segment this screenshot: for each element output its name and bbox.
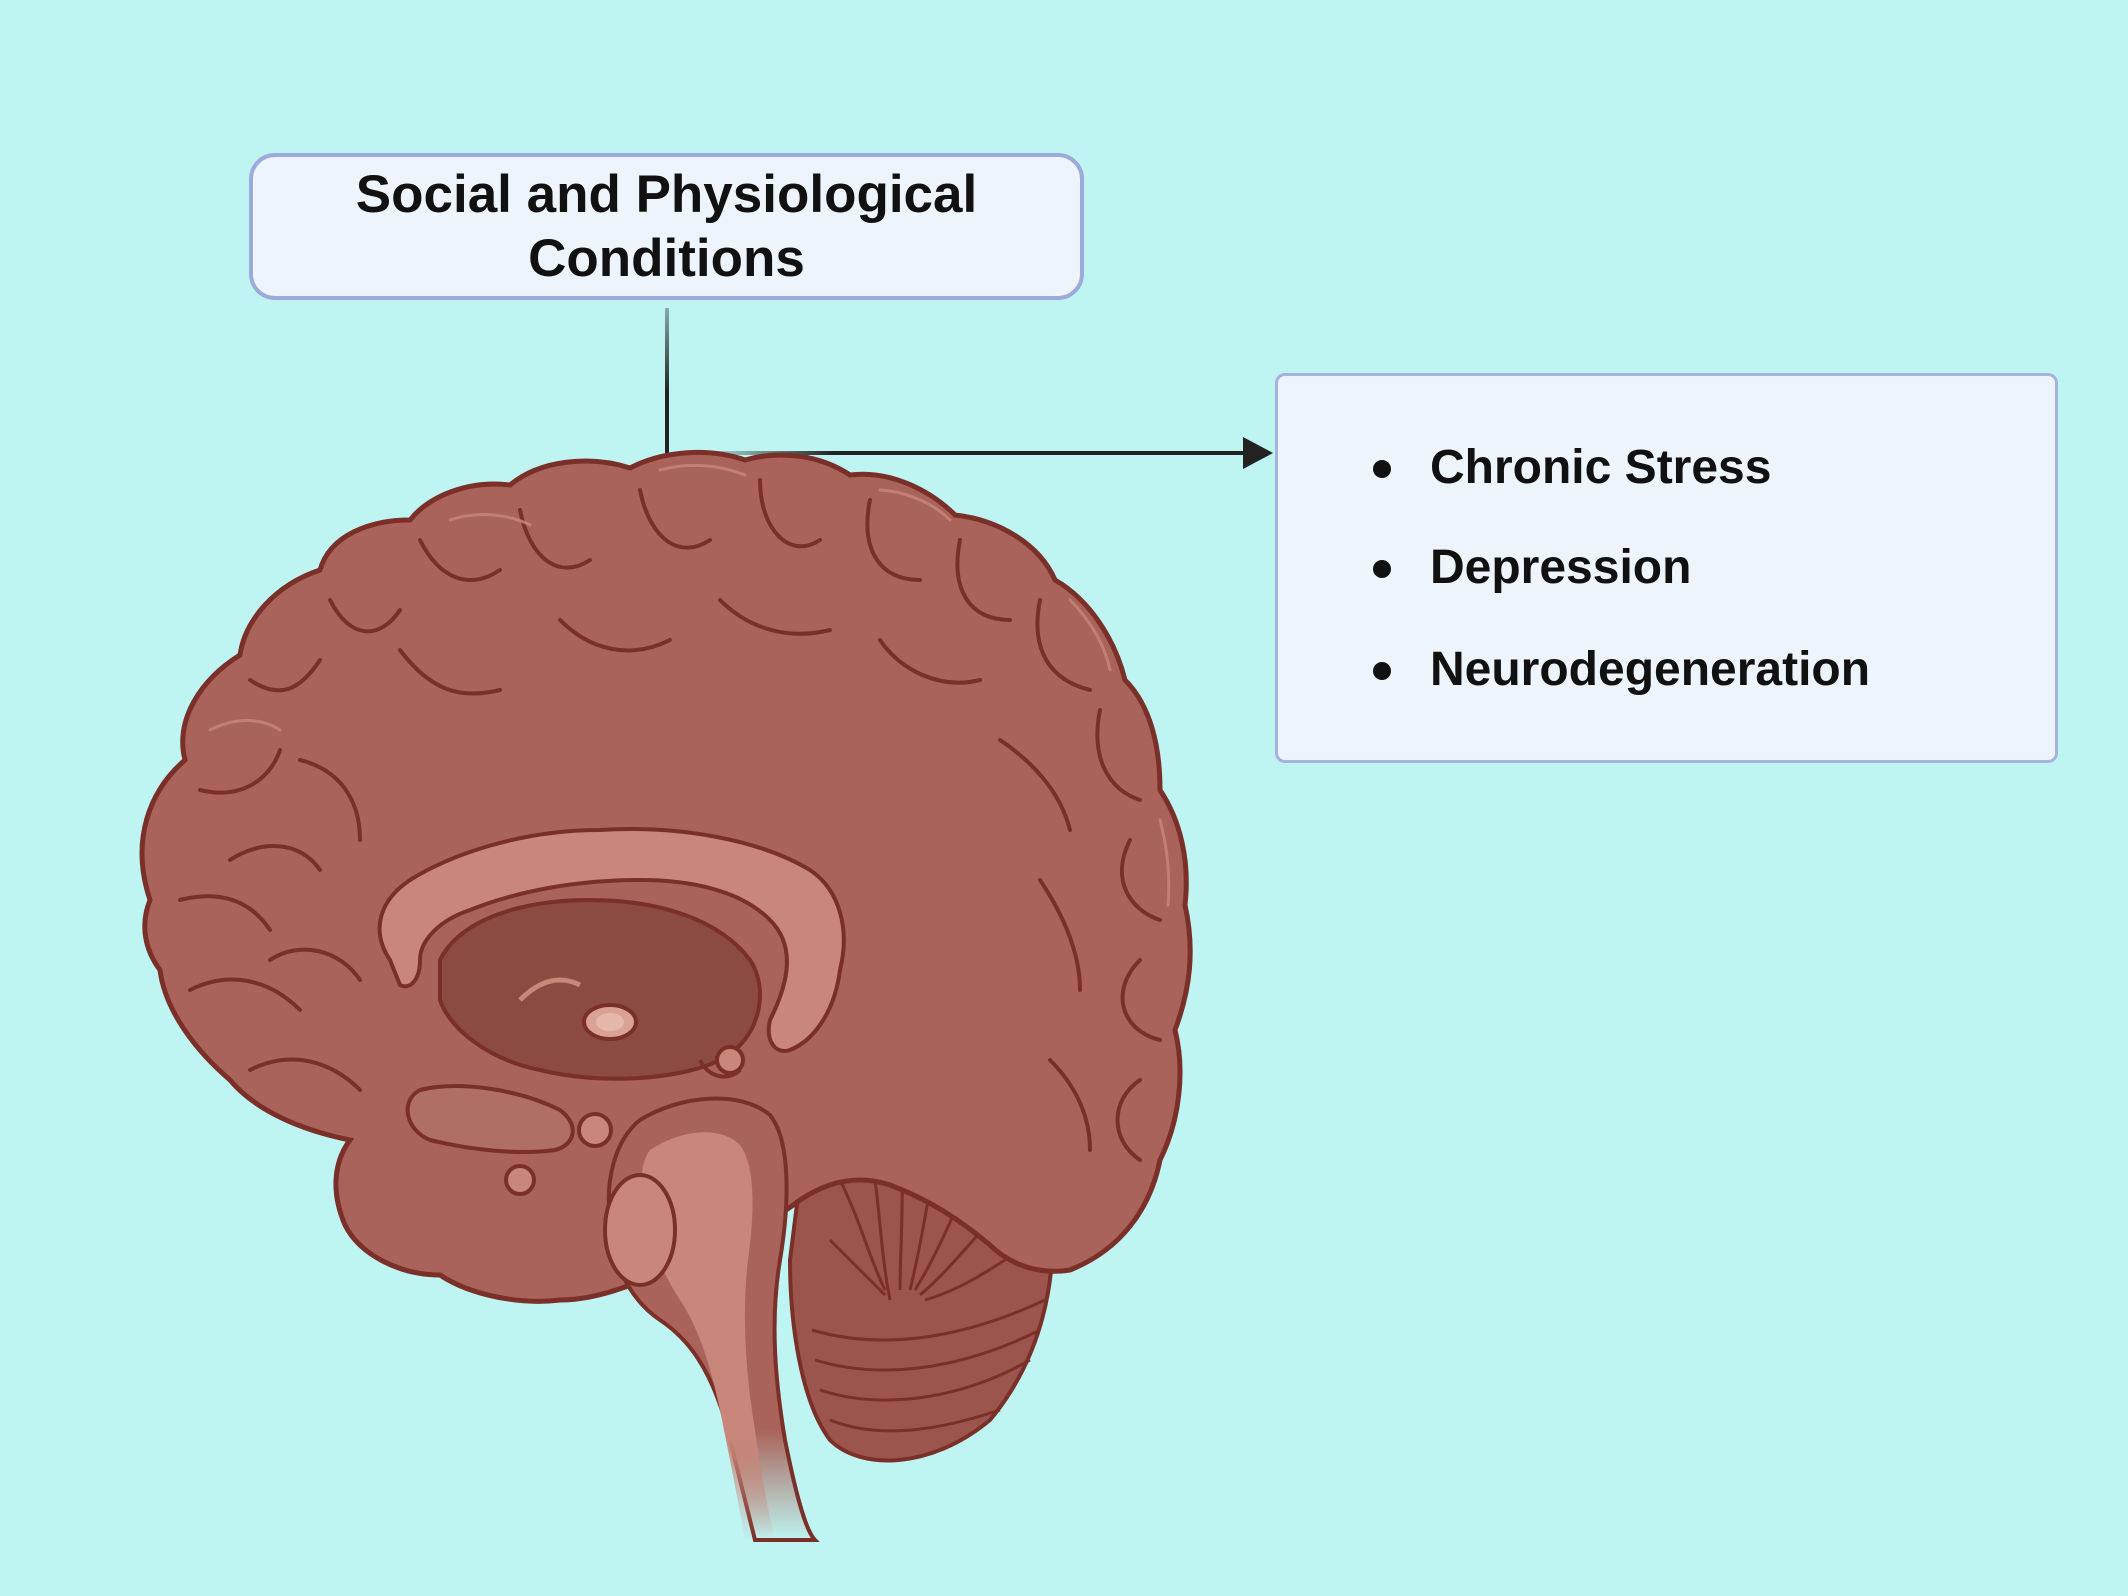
social-physiological-conditions-box: Social and Physiological Conditions xyxy=(249,153,1084,300)
list-item: Chronic Stress xyxy=(1373,440,1772,496)
box-title-line-1: Social and Physiological xyxy=(355,164,978,224)
list-item: Neurodegeneration xyxy=(1373,642,1871,698)
bullet-icon xyxy=(1373,460,1391,478)
arrow-right-icon xyxy=(695,437,1273,469)
list-item-label: Depression xyxy=(1430,541,1692,594)
hypothalamus xyxy=(405,1045,745,1196)
corpus-callosum xyxy=(377,827,846,1053)
conditions-list-box: Chronic Stress Depression Neurodegenerat… xyxy=(1275,373,2058,763)
brainstem xyxy=(603,1096,820,1542)
box-title-line-2: Conditions xyxy=(528,228,805,288)
list-item: Depression xyxy=(1373,540,1692,596)
bullet-icon xyxy=(1373,662,1391,680)
list-item-label: Neurodegeneration xyxy=(1430,643,1871,696)
bullet-icon xyxy=(1373,560,1391,578)
list-item-label: Chronic Stress xyxy=(1430,441,1772,494)
diencephalon xyxy=(438,897,762,1081)
